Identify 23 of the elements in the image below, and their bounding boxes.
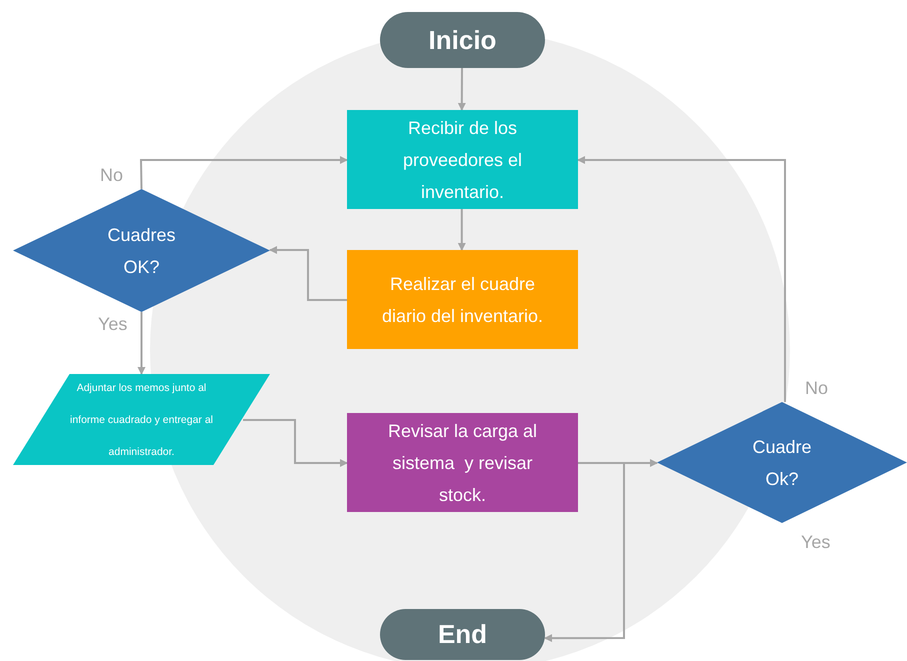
arrow (243, 418, 348, 467)
arrow (458, 209, 466, 251)
process-box (347, 110, 578, 209)
arrow (458, 68, 466, 111)
process-box (347, 413, 578, 512)
node-label: End (438, 618, 488, 651)
arrow (269, 246, 347, 301)
arrow (577, 156, 786, 402)
node-label: Realizar el cuadre diario del inventario. (380, 272, 544, 328)
arrow (544, 462, 625, 642)
arrow (138, 312, 146, 375)
node-label: Recibir de los proveedores el inventario. (402, 116, 524, 204)
node-label: Revisar la carga al sistema y revisar stock. (386, 420, 538, 506)
data-parallelogram (13, 374, 270, 465)
decision-diamond (13, 189, 270, 312)
node-label: Adjuntar los memos junto al informe cuadrado y entregar al administrador. (69, 380, 214, 460)
branch-label: Yes (801, 531, 830, 554)
node-label: Cuadre Ok? (751, 436, 813, 490)
node-label: Inicio (428, 24, 496, 56)
end-terminal (380, 609, 545, 660)
process-box (347, 250, 578, 349)
arrow (140, 156, 348, 190)
node-label: Cuadres OK? (106, 224, 177, 278)
